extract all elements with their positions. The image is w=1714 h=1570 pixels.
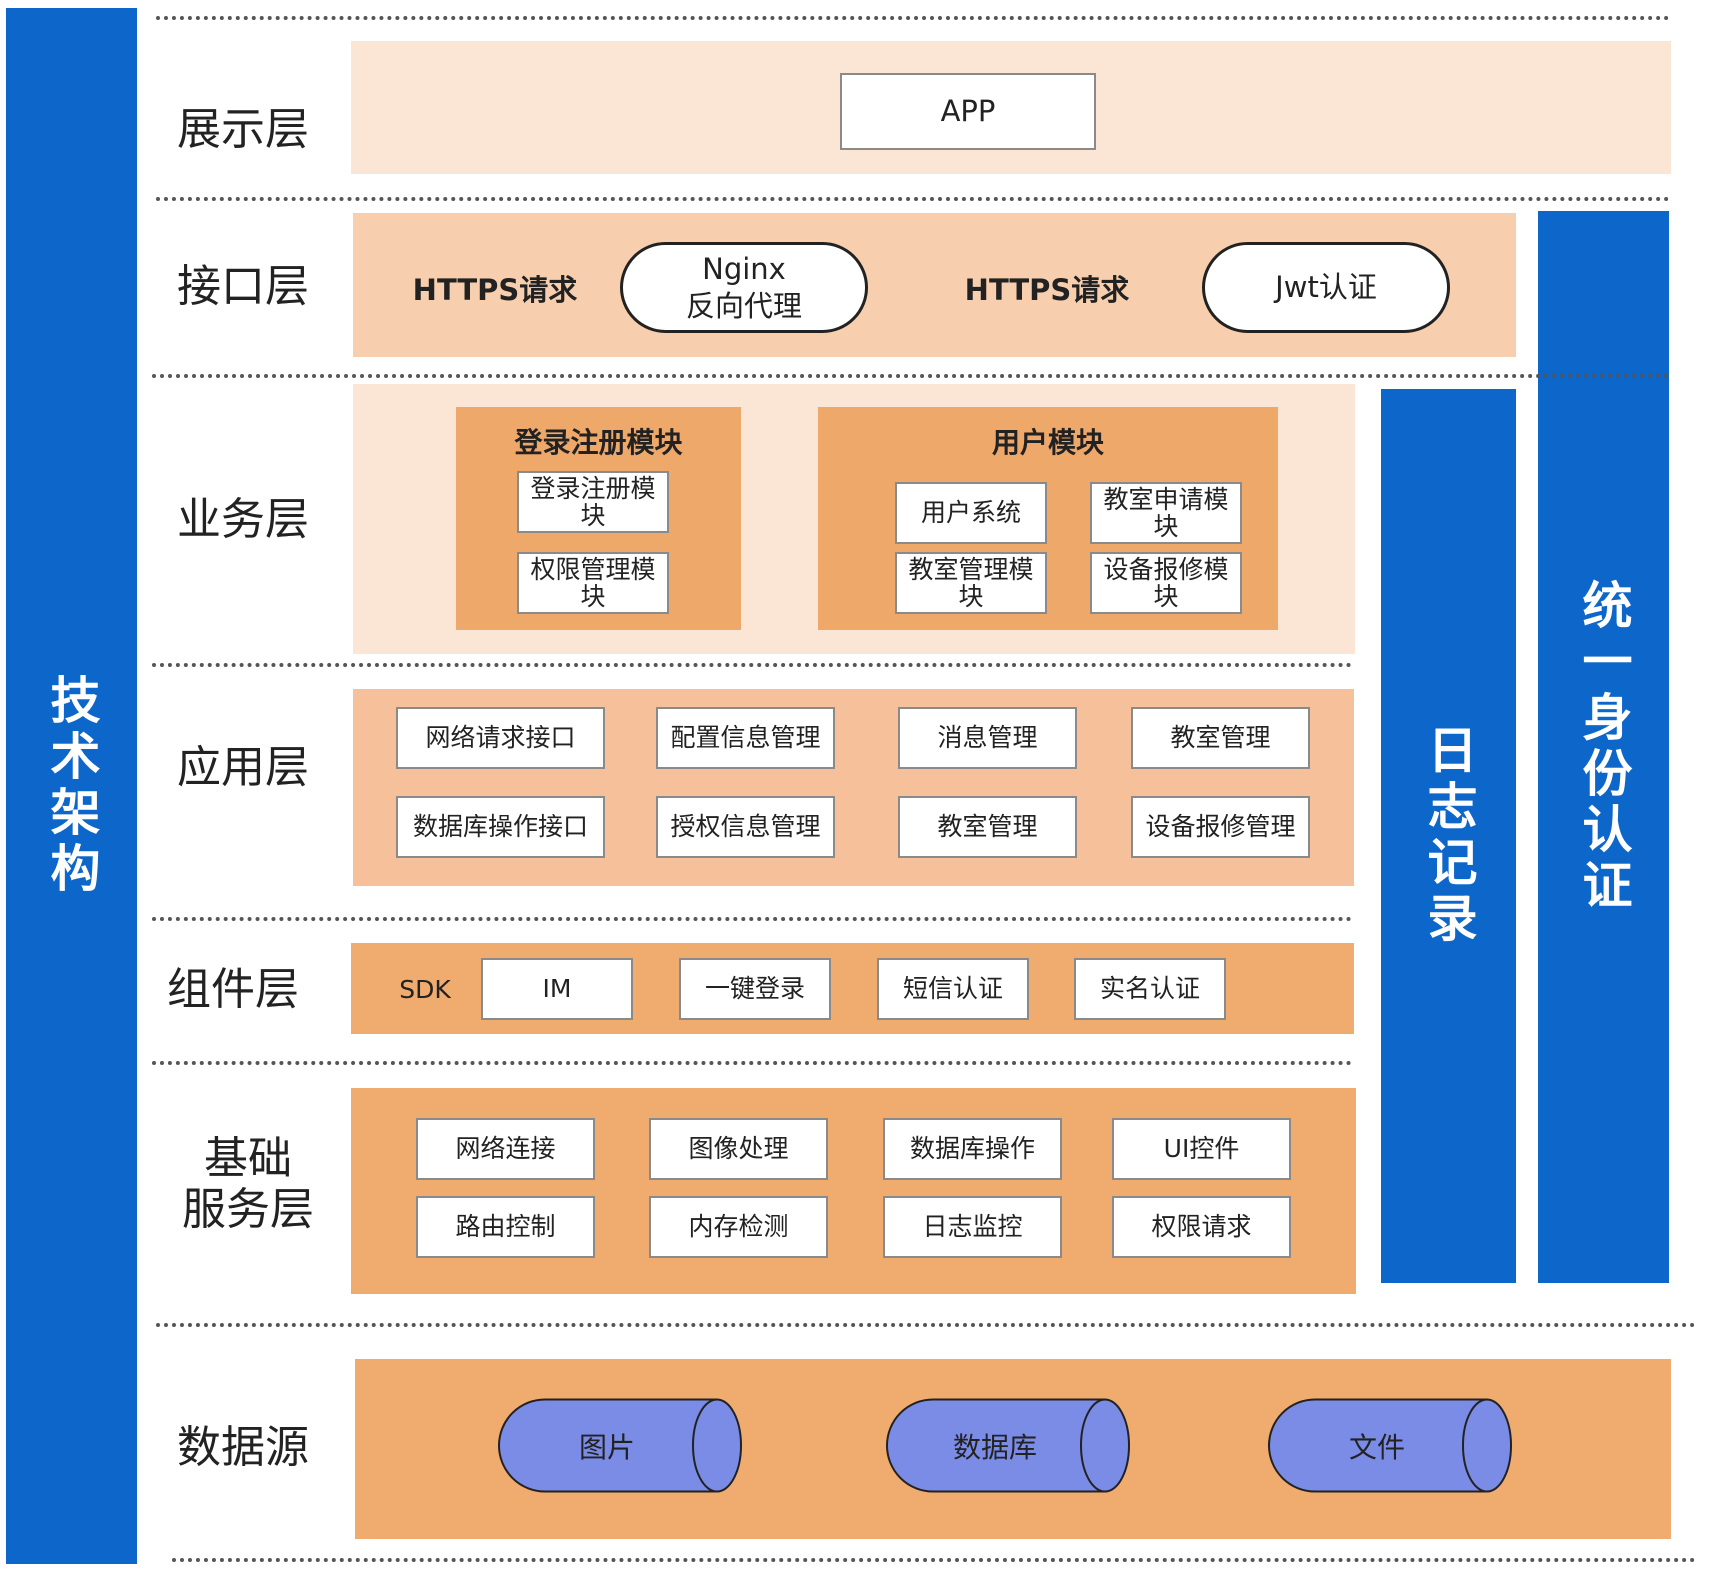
app-item: 数据库操作接口 bbox=[396, 796, 605, 858]
app-item: 配置信息管理 bbox=[656, 707, 835, 769]
unified-auth-label: 统一身份认证 bbox=[1574, 579, 1633, 915]
component-item: 实名认证 bbox=[1074, 958, 1226, 1020]
user-module-title: 用户模块 bbox=[991, 426, 1104, 459]
equipment-repair-submodule: 设备报修模 块 bbox=[1090, 552, 1242, 614]
nginx-line-1: Nginx bbox=[702, 252, 786, 287]
separator bbox=[156, 197, 1670, 201]
separator bbox=[152, 663, 1352, 667]
cylinder-shape bbox=[498, 1398, 742, 1493]
base-service-item: 数据库操作 bbox=[883, 1118, 1062, 1180]
app-box: APP bbox=[840, 73, 1096, 150]
image-storage-cylinder: 图片 bbox=[497, 1398, 743, 1493]
layer-label-base-service: 基础 服务层 bbox=[182, 1133, 314, 1235]
classroom-management-submodule: 教室管理模 块 bbox=[895, 552, 1047, 614]
log-record-bar: 日志记录 bbox=[1381, 389, 1516, 1283]
cylinder-label: 数据库 bbox=[952, 1430, 1037, 1464]
app-item: 教室管理 bbox=[1131, 707, 1310, 769]
tech-architecture-bar: 技术架构 bbox=[6, 8, 137, 1564]
separator bbox=[172, 1558, 1696, 1562]
cylinder-shape bbox=[886, 1398, 1130, 1493]
component-item: 一键登录 bbox=[679, 958, 831, 1020]
layer-label-application: 应用层 bbox=[177, 741, 309, 793]
permission-management-submodule: 权限管理模 块 bbox=[517, 552, 669, 614]
app-item: 消息管理 bbox=[898, 707, 1077, 769]
https-request-label-1: HTTPS请求 bbox=[412, 273, 578, 307]
app-item: 设备报修管理 bbox=[1131, 796, 1310, 858]
tech-architecture-label: 技术架构 bbox=[42, 674, 101, 898]
base-service-item: 内存检测 bbox=[649, 1196, 828, 1258]
https-request-label-2: HTTPS请求 bbox=[964, 273, 1130, 307]
layer-label-data-source: 数据源 bbox=[177, 1421, 309, 1473]
separator bbox=[152, 374, 1670, 378]
cylinder-label: 图片 bbox=[578, 1430, 635, 1464]
base-service-item: 图像处理 bbox=[649, 1118, 828, 1180]
base-service-item: 网络连接 bbox=[416, 1118, 595, 1180]
separator bbox=[156, 1323, 1696, 1327]
base-service-item: UI控件 bbox=[1112, 1118, 1291, 1180]
base-service-item: 权限请求 bbox=[1112, 1196, 1291, 1258]
login-register-module-title: 登录注册模块 bbox=[514, 426, 683, 459]
component-item: 短信认证 bbox=[877, 958, 1029, 1020]
nginx-line-2: 反向代理 bbox=[685, 288, 802, 323]
layer-label-interface: 接口层 bbox=[177, 260, 309, 312]
log-record-label: 日志记录 bbox=[1419, 724, 1478, 948]
file-storage-cylinder: 文件 bbox=[1267, 1398, 1513, 1493]
classroom-application-submodule: 教室申请模 块 bbox=[1090, 482, 1242, 544]
sdk-label: SDK bbox=[399, 974, 451, 1004]
app-item: 网络请求接口 bbox=[396, 707, 605, 769]
login-register-submodule: 登录注册模 块 bbox=[517, 471, 669, 533]
layer-label-business: 业务层 bbox=[177, 493, 309, 545]
component-item: IM bbox=[481, 958, 633, 1020]
unified-auth-bar: 统一身份认证 bbox=[1538, 211, 1669, 1283]
jwt-auth-label: Jwt认证 bbox=[1275, 270, 1377, 305]
user-system-submodule: 用户系统 bbox=[895, 482, 1047, 544]
database-storage-cylinder: 数据库 bbox=[885, 1398, 1131, 1493]
cylinder-shape bbox=[1268, 1398, 1512, 1493]
base-service-item: 日志监控 bbox=[883, 1196, 1062, 1258]
cylinder-label: 文件 bbox=[1348, 1430, 1405, 1464]
separator bbox=[156, 16, 1670, 20]
nginx-reverse-proxy-box: Nginx 反向代理 bbox=[620, 242, 868, 333]
base-service-item: 路由控制 bbox=[416, 1196, 595, 1258]
layer-label-presentation: 展示层 bbox=[177, 103, 309, 155]
jwt-auth-box: Jwt认证 bbox=[1202, 242, 1450, 333]
layer-label-component: 组件层 bbox=[167, 963, 299, 1015]
app-item: 教室管理 bbox=[898, 796, 1077, 858]
separator bbox=[152, 917, 1352, 921]
app-item: 授权信息管理 bbox=[656, 796, 835, 858]
separator bbox=[152, 1061, 1352, 1065]
